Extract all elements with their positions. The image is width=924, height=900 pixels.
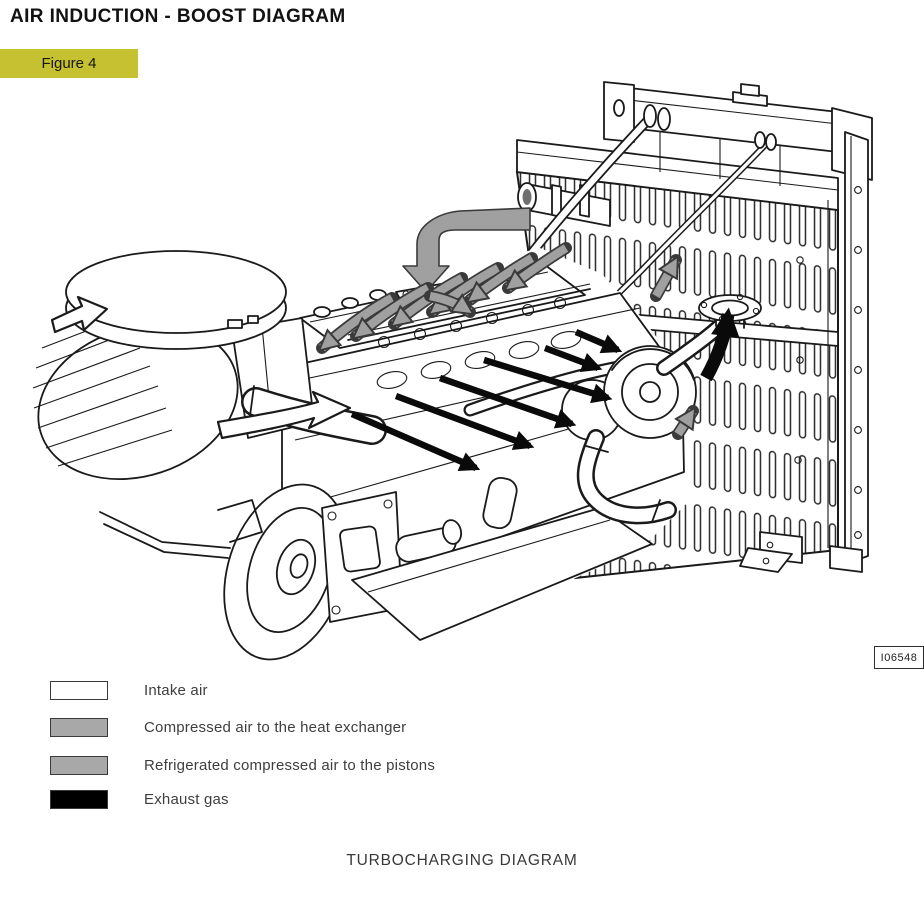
legend-label: Refrigerated compressed air to the pisto… — [144, 756, 436, 774]
legend-swatch-refrigerated-air — [50, 755, 108, 775]
compressed-air-arrows — [650, 254, 699, 440]
figure-badge-label: Figure 4 — [41, 55, 97, 72]
intake-air-arrows — [50, 295, 352, 440]
image-ref-box: I06548 — [874, 646, 924, 669]
refrigerated-air-arrows — [316, 207, 572, 354]
intake-air-arrow-duct — [216, 390, 352, 440]
legend-item: Refrigerated compressed air to the pisto… — [50, 755, 435, 775]
air-cleaner — [32, 250, 387, 481]
legend-item: Intake air — [50, 680, 208, 700]
legend-label: Intake air — [144, 681, 208, 699]
legend-swatch-intake-air — [50, 680, 108, 700]
exhaust-outlet-arrow — [700, 307, 740, 382]
legend-swatch-exhaust-gas — [50, 789, 108, 809]
legend-label: Compressed air to the heat exchanger — [144, 718, 407, 736]
runner-arrows — [316, 242, 572, 354]
image-ref-code: I06548 — [880, 651, 918, 664]
injectors — [377, 296, 567, 349]
exhaust-gas-arrows — [350, 307, 740, 472]
legend-swatch-compressed-air — [50, 717, 108, 737]
figure-badge: Figure 4 — [0, 49, 138, 78]
page-title: AIR INDUCTION - BOOST DIAGRAM — [10, 6, 346, 27]
legend-item: Exhaust gas — [50, 789, 229, 809]
intake-air-arrow-inlet — [50, 295, 109, 334]
diagram-caption: TURBOCHARGING DIAGRAM — [346, 852, 578, 869]
legend-item: Compressed air to the heat exchanger — [50, 717, 406, 737]
diagram-area — [0, 80, 924, 670]
legend-label: Exhaust gas — [144, 790, 229, 808]
turbocharging-diagram — [32, 81, 873, 661]
